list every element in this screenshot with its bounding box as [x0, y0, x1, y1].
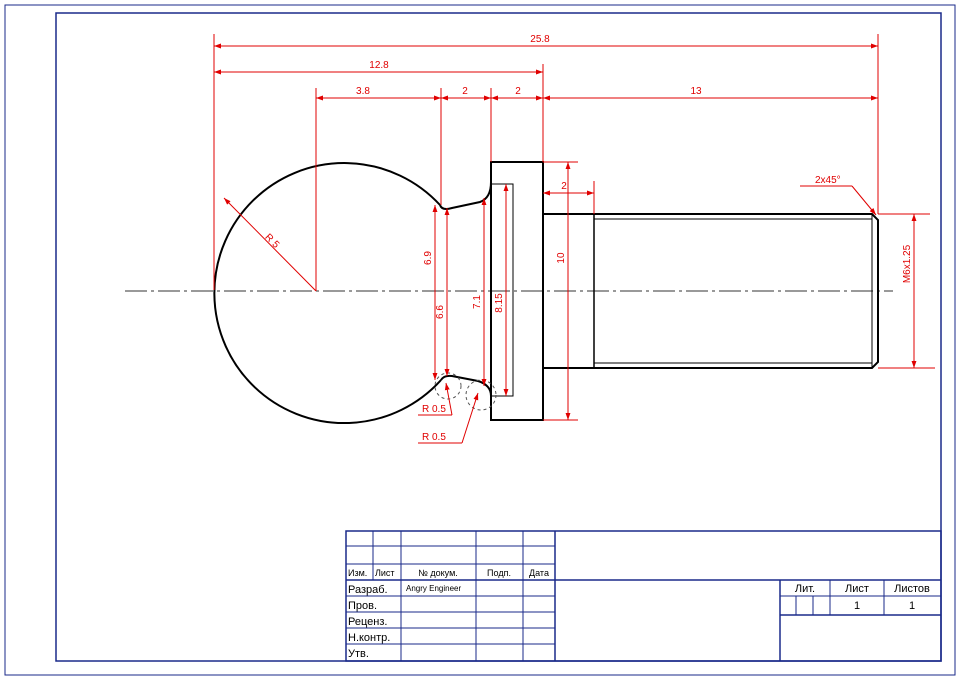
part-outline	[213, 161, 879, 424]
hdr-sign: Подп.	[487, 568, 511, 578]
outer-border	[4, 4, 956, 676]
dim-overall-length: 25.8	[530, 34, 550, 45]
neck-upper-fillet	[439, 181, 492, 210]
row-nkontr: Н.контр.	[348, 632, 390, 644]
dim-collar-groove-dia: 8.15	[494, 293, 505, 313]
hdr-list: Лист	[375, 568, 395, 578]
dim-collar-length: 2	[515, 86, 521, 97]
dimension-lines	[213, 34, 935, 444]
dim-undercut-length: 2	[561, 181, 567, 192]
hdr-izm: Изм.	[348, 568, 367, 578]
sheets-label: Листов	[894, 583, 930, 595]
dimension-texts: 25.8 12.8 3.8 2 2 13 2 2x45° R 5 6.9 6.6…	[262, 34, 913, 443]
sheet-label: Лист	[845, 583, 869, 595]
dim-chamfer: 2x45°	[815, 175, 841, 186]
row-utv: Утв.	[348, 648, 369, 660]
title-block	[345, 530, 942, 662]
dim-ball-radius: R 5	[262, 232, 281, 251]
dim-fillet-2: R 0.5	[422, 432, 446, 443]
lit-label: Лит.	[795, 583, 815, 595]
sheet-value: 1	[854, 600, 860, 612]
row-razrab: Разраб.	[348, 584, 388, 596]
dim-collar-inner-dia: 7.1	[472, 295, 483, 309]
neck-lower-fillet	[440, 374, 492, 397]
dim-neck-length: 2	[462, 86, 468, 97]
dim-fillet-1: R 0.5	[422, 404, 446, 415]
row-prov: Пров.	[348, 600, 377, 612]
row-recenz: Реценз.	[348, 616, 387, 628]
dim-thread-length: 13	[690, 86, 702, 97]
collar-groove	[490, 183, 514, 397]
dim-collar-dia: 10	[556, 252, 567, 264]
dim-neck-dia-inner: 6.6	[435, 305, 446, 319]
dim-ball-offset: 3.8	[356, 86, 370, 97]
thin-lines	[490, 183, 873, 397]
dim-head-length: 12.8	[369, 60, 389, 71]
title-block-texts: Изм. Лист № докум. Подп. Дата Разраб. An…	[348, 568, 930, 660]
hdr-doc-no: № докум.	[418, 568, 458, 578]
author-name: Angry Engineer	[406, 584, 461, 593]
ball-head-outline	[213, 162, 442, 424]
thread-shank-outline	[543, 213, 879, 369]
dim-neck-dia-outer: 6.9	[423, 251, 434, 265]
hdr-date: Дата	[529, 568, 549, 578]
sheets-value: 1	[909, 600, 915, 612]
dim-thread: M6x1.25	[902, 244, 913, 283]
